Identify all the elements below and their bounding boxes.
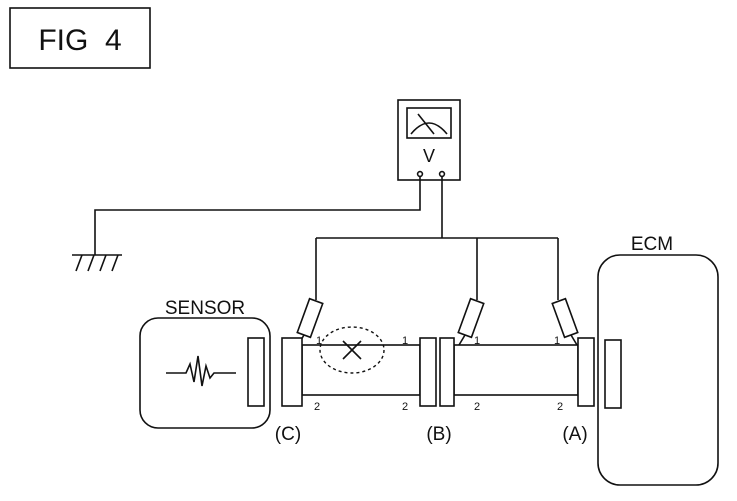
ground-icon [72, 254, 122, 272]
voltmeter-symbol: V [423, 146, 435, 166]
sensor-label: SENSOR [165, 298, 245, 319]
connector-c-body [281, 337, 303, 407]
figure-label-box: FIG 4 [9, 7, 151, 69]
connector-a: (A) [562, 337, 595, 445]
ground-lead [94, 176, 421, 255]
ecm-label: ECM [631, 234, 673, 255]
pin-ba-bottom-left: 2 [474, 401, 480, 413]
voltmeter-terminal-positive [438, 170, 446, 178]
connector-c: (C) [275, 337, 303, 445]
voltmeter-terminal-negative [416, 170, 424, 178]
sensor-connector [247, 337, 265, 407]
ecm-connector [604, 339, 622, 409]
connector-b-right [439, 337, 455, 407]
pin-cb-bottom-right: 2 [402, 401, 408, 413]
ecm-box: ECM [597, 234, 719, 486]
connector-c-label: (C) [275, 424, 301, 445]
open-circuit-x-icon [342, 340, 362, 360]
connector-b: (B) [419, 337, 455, 445]
probe-a [551, 297, 579, 346]
pin-ba-top-left: 1 [474, 335, 480, 347]
open-circuit-zone [319, 326, 385, 374]
connector-b-left [419, 337, 437, 407]
connector-a-body [577, 337, 595, 407]
pin-cb-top-right: 1 [402, 335, 408, 347]
sensor-box: SENSOR [139, 298, 271, 429]
probe-b [457, 297, 485, 346]
figure-label: FIG 4 [38, 24, 121, 57]
voltmeter: V [397, 99, 461, 181]
harness-c-b-body [301, 344, 421, 396]
connector-b-label: (B) [426, 424, 451, 445]
harness-b-a-body [453, 344, 579, 396]
harness-b-a: 1 1 2 2 [453, 335, 579, 413]
probe-leads [315, 176, 559, 300]
sensor-waveform-icon [166, 355, 236, 387]
harness-c-b: 1 1 2 2 [301, 326, 421, 413]
pin-cb-top-left: 1 [316, 335, 322, 347]
ecm-outline [597, 254, 719, 486]
pin-cb-bottom-left: 2 [314, 401, 320, 413]
meter-needle-icon [410, 113, 448, 135]
figure-label-frame [9, 7, 151, 69]
connector-a-label: (A) [562, 424, 587, 445]
pin-ba-bottom-right: 2 [557, 401, 563, 413]
pin-ba-top-right: 1 [554, 335, 560, 347]
